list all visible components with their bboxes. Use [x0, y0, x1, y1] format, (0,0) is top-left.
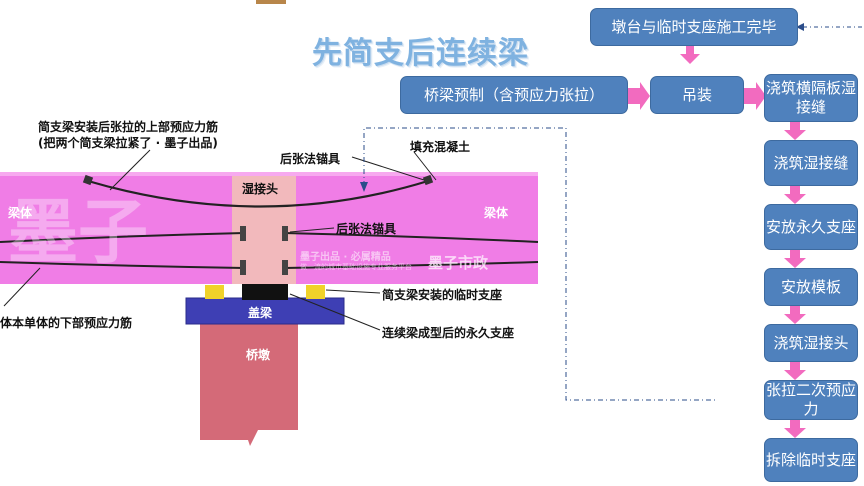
flow-step-precast: 桥梁预制（含预应力张拉）	[400, 76, 628, 114]
dashed-connector	[363, 127, 718, 401]
flow-arrows	[628, 46, 806, 438]
flow-step-1: 浇筑湿接缝	[764, 140, 858, 186]
flow-step-top: 墩台与临时支座施工完毕	[590, 8, 798, 46]
upper-anchor-right	[422, 174, 434, 186]
flow-step-6: 拆除临时支座	[764, 438, 858, 482]
flow-step-3: 安放模板	[764, 268, 858, 306]
label-beam-right: 梁体	[484, 206, 509, 220]
lower-tendon-c	[283, 232, 539, 243]
anchor-left-bottom	[240, 260, 246, 275]
watermark-small-2: 做一流的城市基础设施专业服务平台	[300, 263, 412, 271]
leader-temp-support	[325, 289, 381, 294]
cap-beam-shape	[185, 297, 345, 325]
label-fill-concrete: 填充混凝土	[410, 140, 471, 154]
label-anchor-middle: 后张法锚具	[336, 222, 397, 236]
label-cap-beam: 盖梁	[248, 306, 273, 320]
lower-tendon-a	[0, 232, 245, 243]
flow-step-hoist: 吊装	[650, 76, 744, 114]
watermark-brand: 墨子市政	[428, 254, 489, 272]
watermark-big: 墨子	[8, 191, 148, 273]
label-upper-tendon-1: 简支梁安装后张拉的上部预应力筋	[38, 120, 219, 134]
label-beam-left: 梁体	[8, 206, 33, 220]
flow-step-2: 安放永久支座	[764, 204, 858, 250]
label-permanent-support: 连续梁成型后的永久支座	[382, 326, 515, 340]
leader-lower-tendon	[3, 267, 41, 307]
anchor-left-top	[240, 226, 246, 241]
lower-tendon-d	[283, 261, 539, 269]
flow-step-diaphragm: 浇筑横隔板湿接缝	[764, 74, 858, 122]
watermark-small-1: 墨子出品 · 必属精品	[300, 252, 391, 263]
leader-anchor-middle	[289, 227, 335, 233]
leader-upper-tendon	[109, 149, 151, 191]
anchor-right-top	[282, 226, 288, 241]
leader-perm-support	[289, 293, 381, 331]
temp-support-left	[205, 285, 224, 299]
diagram-title: 先简支后连续梁	[312, 36, 529, 71]
label-wet-joint: 湿接头	[242, 182, 279, 196]
upper-anchor-left	[82, 174, 94, 186]
pier-shape	[200, 322, 298, 446]
permanent-support	[242, 284, 288, 300]
flow-step-4: 浇筑湿接头	[764, 324, 858, 362]
label-upper-tendon-2: (把两个简支梁拉紧了 · 墨子出品)	[38, 136, 218, 150]
anchor-right-bottom	[282, 260, 288, 275]
label-temp-support: 简支梁安装的临时支座	[382, 288, 503, 302]
label-pier: 桥墩	[246, 348, 271, 362]
temp-support-right	[306, 285, 325, 299]
lower-tendon-b	[0, 261, 245, 269]
label-lower-tendon: 体本单体的下部预应力筋	[0, 316, 133, 330]
flow-step-5: 张拉二次预应力	[764, 380, 858, 420]
leader-fill	[413, 151, 437, 181]
label-anchor-upper: 后张法锚具	[280, 152, 341, 166]
upper-tendon	[87, 179, 429, 208]
